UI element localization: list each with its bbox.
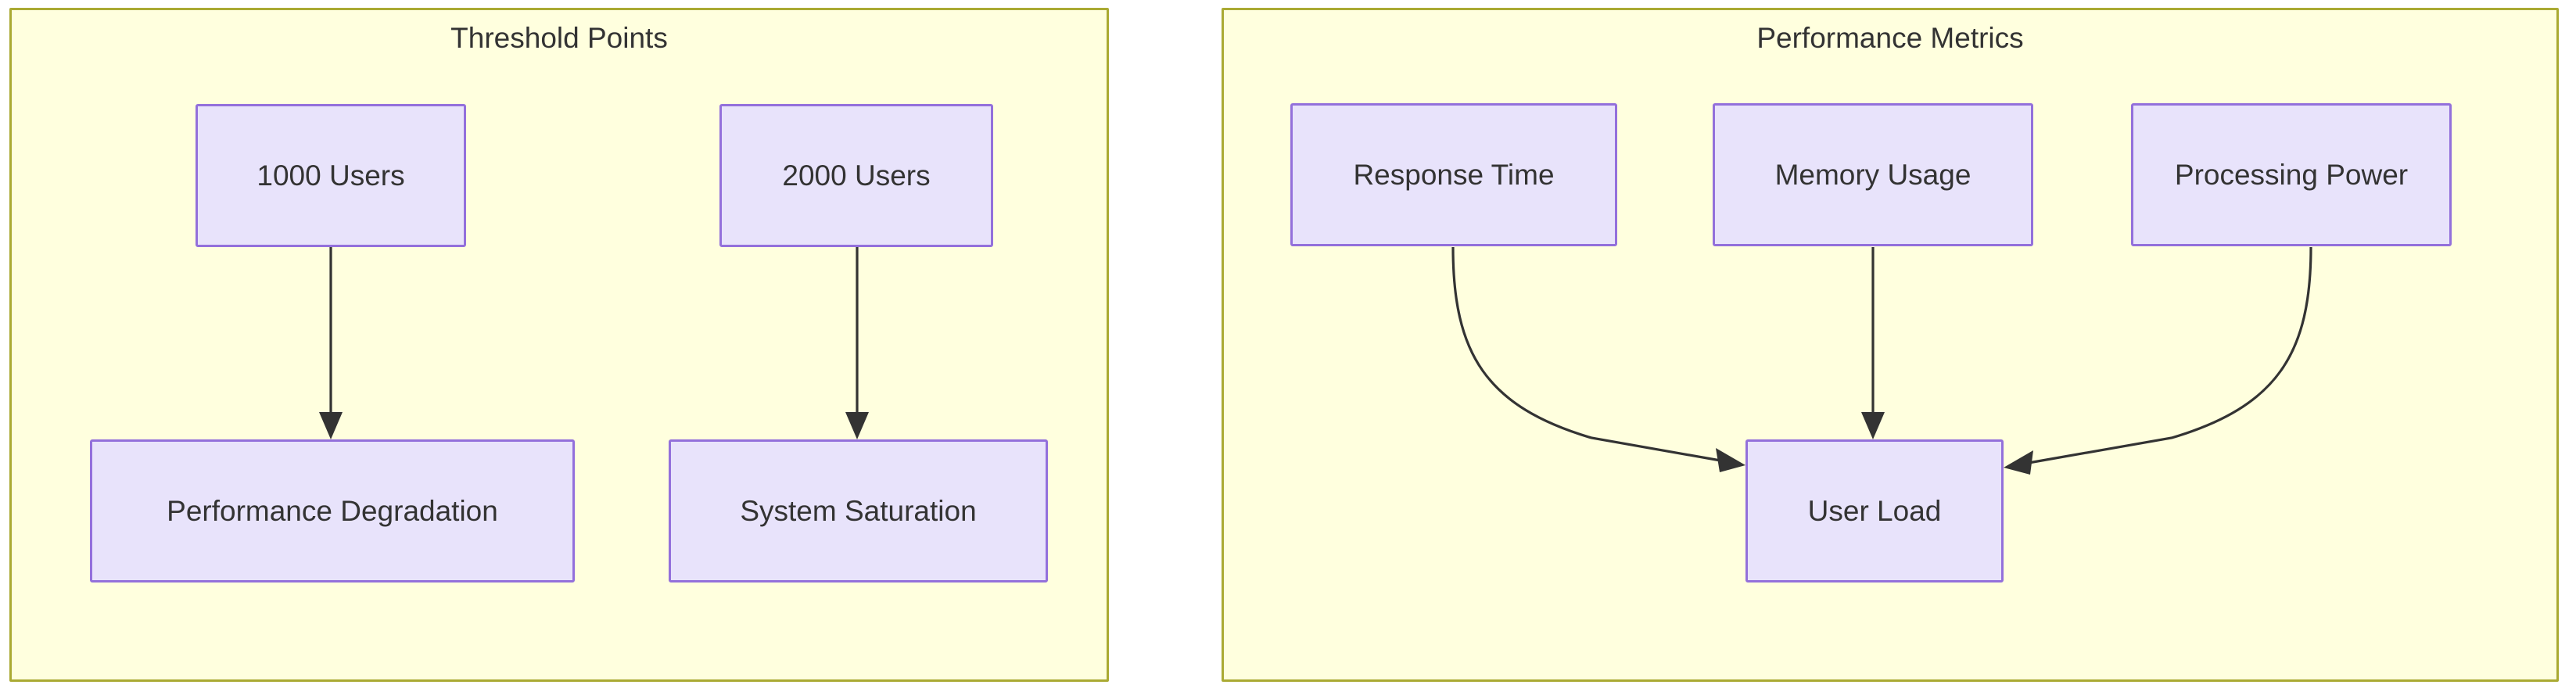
node-label-performance-degradation: Performance Degradation [167, 494, 498, 527]
node-memory-usage[interactable]: Memory Usage [1713, 103, 2033, 246]
node-users-2000[interactable]: 2000 Users [719, 104, 993, 247]
subgraph-title-threshold-points: Threshold Points [450, 22, 668, 54]
node-processing-power[interactable]: Processing Power [2131, 103, 2452, 246]
node-label-users-2000: 2000 Users [782, 159, 931, 192]
node-response-time[interactable]: Response Time [1290, 103, 1617, 246]
node-users-1000[interactable]: 1000 Users [196, 104, 466, 247]
node-user-load[interactable]: User Load [1745, 439, 2004, 582]
node-label-users-1000: 1000 Users [257, 159, 405, 192]
node-system-saturation[interactable]: System Saturation [669, 439, 1048, 582]
node-label-processing-power: Processing Power [2174, 158, 2409, 191]
node-label-response-time: Response Time [1353, 158, 1555, 191]
subgraph-title-performance-metrics: Performance Metrics [1756, 22, 2024, 54]
node-label-memory-usage: Memory Usage [1774, 158, 1971, 191]
node-label-system-saturation: System Saturation [740, 494, 977, 527]
node-label-user-load: User Load [1807, 494, 1942, 527]
node-performance-degradation[interactable]: Performance Degradation [90, 439, 575, 582]
